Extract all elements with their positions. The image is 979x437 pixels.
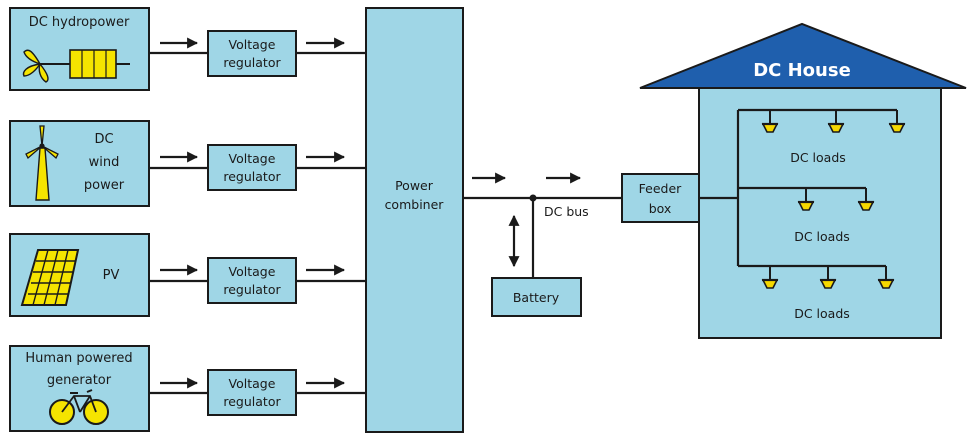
load-group-2-label: DC loads <box>794 229 850 244</box>
lamp-icon <box>761 110 779 133</box>
dc-bus-label: DC bus <box>544 204 589 219</box>
bicycle-icon <box>49 389 109 425</box>
solar-panel-icon <box>20 249 80 306</box>
regulator-4-line2: regulator <box>223 394 281 409</box>
lamp-icon <box>888 110 906 133</box>
regulator-3: Voltage regulator <box>207 257 297 304</box>
regulator-1-line2: regulator <box>223 55 281 70</box>
source-wind-label-1: DC <box>94 132 113 147</box>
regulator-2-line1: Voltage <box>229 151 276 166</box>
lamp-icon <box>819 266 837 289</box>
feeder-box-line2: box <box>649 201 672 216</box>
lamp-row-3 <box>761 266 895 289</box>
house-title: DC House <box>753 60 851 81</box>
source-hydropower-label: DC hydropower <box>29 15 130 30</box>
lamp-icon <box>877 266 895 289</box>
load-group-1-label: DC loads <box>790 150 846 165</box>
regulator-2-line2: regulator <box>223 169 281 184</box>
source-human-label-1: Human powered <box>25 351 132 366</box>
regulator-2: Voltage regulator <box>207 144 297 191</box>
wind-turbine-icon <box>25 125 59 201</box>
regulator-4-line1: Voltage <box>229 376 276 391</box>
load-group-3-label: DC loads <box>794 306 850 321</box>
source-human-label-2: generator <box>47 373 112 388</box>
lamp-row-2 <box>797 188 875 211</box>
lamp-icon <box>761 266 779 289</box>
load-group-2: DC loads <box>738 186 875 244</box>
source-pv: PV <box>9 233 150 317</box>
hydro-turbine-icon <box>22 49 130 83</box>
flow-arrows <box>160 37 346 389</box>
dc-bus: DC bus <box>463 172 622 278</box>
house-roof <box>639 22 967 89</box>
source-wind-label-3: power <box>84 178 125 193</box>
feeder-box-line1: Feeder <box>639 181 683 196</box>
regulator-3-line2: regulator <box>223 282 281 297</box>
power-combiner-line1: Power <box>395 178 434 193</box>
lamp-row-1 <box>761 110 906 133</box>
lamp-icon <box>857 188 875 211</box>
regulator-3-line1: Voltage <box>229 264 276 279</box>
battery: Battery <box>491 277 582 317</box>
source-pv-label: PV <box>103 268 120 283</box>
regulator-4: Voltage regulator <box>207 369 297 416</box>
dc-house: DC House DC loads DC loads DC loads <box>639 22 967 339</box>
power-combiner: Power combiner <box>365 7 464 433</box>
source-human: Human powered generator <box>9 345 150 432</box>
regulator-1: Voltage regulator <box>207 30 297 77</box>
power-combiner-line2: combiner <box>385 197 445 212</box>
load-group-1: DC loads <box>738 108 906 165</box>
feeder-box: Feeder box <box>621 173 700 223</box>
lamp-icon <box>827 110 845 133</box>
lamp-icon <box>797 188 815 211</box>
source-hydropower: DC hydropower <box>9 7 150 91</box>
source-wind: DC wind power <box>9 120 150 207</box>
load-group-3: DC loads <box>738 264 895 321</box>
input-wires <box>149 51 366 395</box>
battery-label: Battery <box>513 290 560 305</box>
source-wind-label-2: wind <box>89 155 120 170</box>
regulator-1-line1: Voltage <box>229 37 276 52</box>
